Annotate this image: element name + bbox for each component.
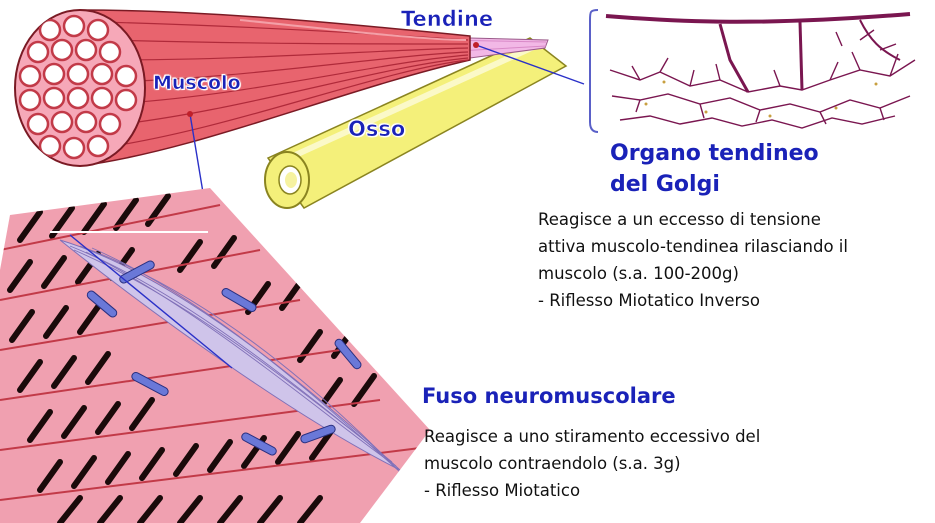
- spindle-desc-line-3: - Riflesso Miotatico: [424, 477, 760, 504]
- spindle-title: Fuso neuromuscolare: [422, 384, 676, 408]
- spindle-description: Reagisce a uno stiramento eccessivo del …: [424, 423, 760, 504]
- spindle-desc-line-2: muscolo contraendolo (s.a. 3g): [424, 450, 760, 477]
- muscle-marker-dot: [187, 111, 193, 117]
- muscle-label: Muscolo: [153, 72, 241, 94]
- tendon-marker-dot: [473, 42, 479, 48]
- golgi-title-line-1: Organo tendineo: [610, 138, 819, 169]
- golgi-title-line-2: del Golgi: [610, 169, 819, 200]
- golgi-organ-title: Organo tendineo del Golgi: [610, 138, 819, 200]
- bone-label: Osso: [348, 117, 405, 141]
- golgi-desc-line-1: Reagisce a un eccesso di tensione: [538, 206, 848, 233]
- tendon-label: Tendine: [401, 7, 493, 31]
- spindle-desc-line-1: Reagisce a uno stiramento eccessivo del: [424, 423, 760, 450]
- golgi-desc-line-2: attiva muscolo-tendinea rilasciando il: [538, 233, 848, 260]
- golgi-organ-detail: [590, 10, 915, 132]
- golgi-description: Reagisce a un eccesso di tensione attiva…: [538, 206, 848, 314]
- golgi-desc-line-3: muscolo (s.a. 100-200g): [538, 260, 848, 287]
- golgi-desc-line-4: - Riflesso Miotatico Inverso: [538, 287, 848, 314]
- muscle-cross-section: [15, 10, 145, 166]
